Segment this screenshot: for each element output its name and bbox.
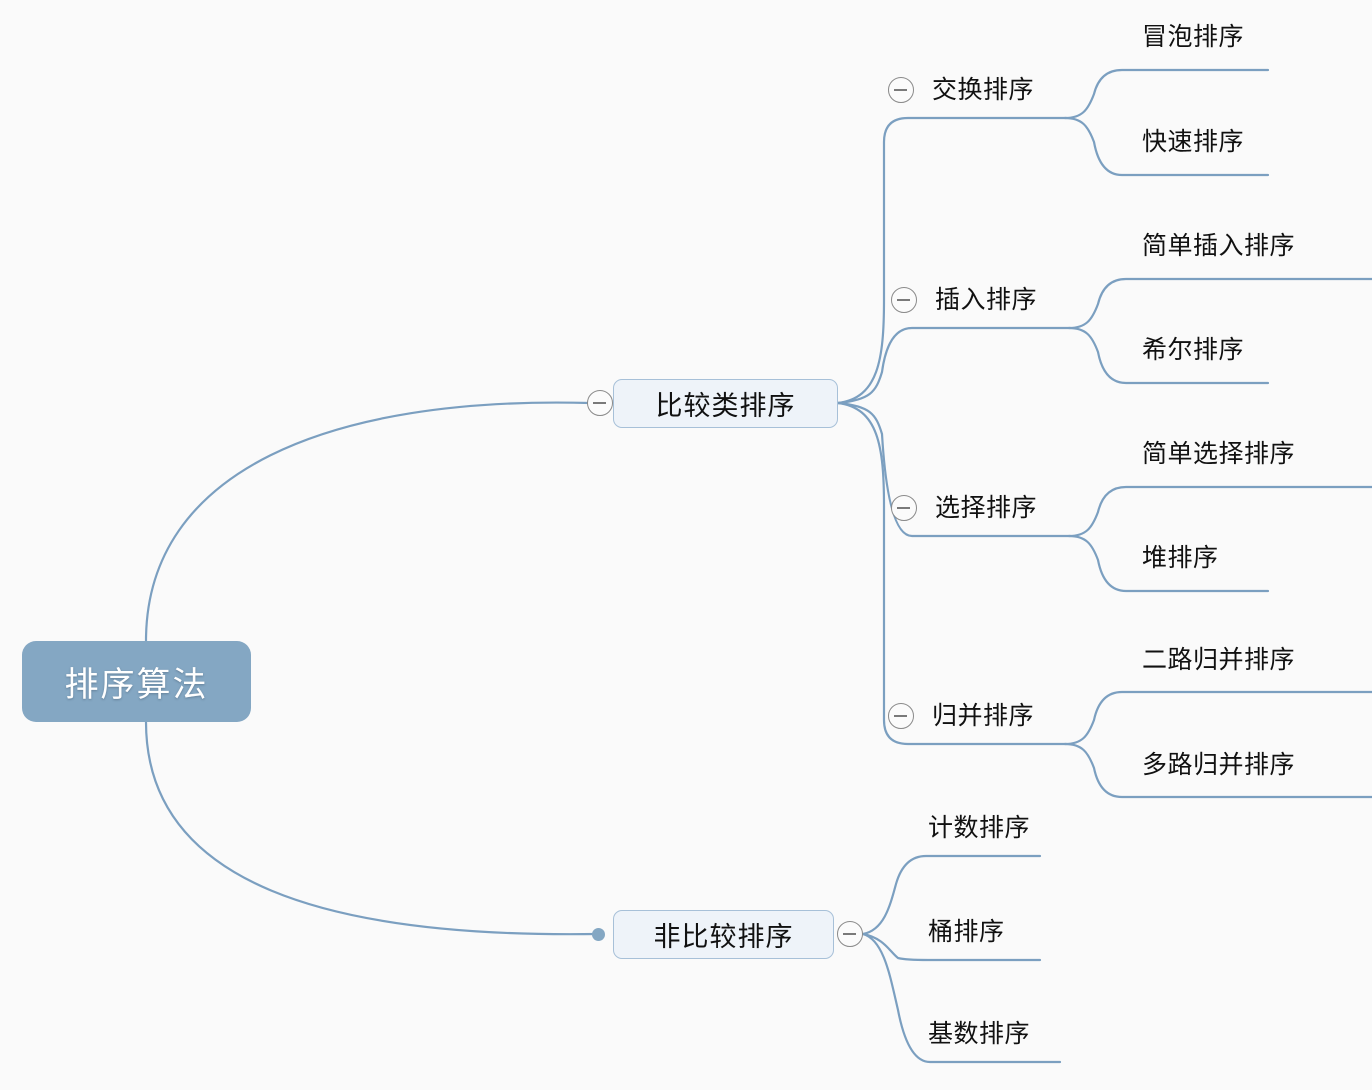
node-charu-paixu-label: 插入排序 bbox=[935, 287, 1038, 314]
toggle-bijiaolei-paixu[interactable] bbox=[587, 390, 613, 416]
node-xier-paixu[interactable]: 希尔排序 bbox=[1142, 338, 1244, 363]
edge-charu-to-jiandancharu bbox=[1067, 277, 1372, 330]
node-xuanze-paixu[interactable]: 选择排序 bbox=[935, 496, 1037, 521]
toggle-xuanze-paixu[interactable] bbox=[891, 495, 917, 521]
node-xier-paixu-label: 希尔排序 bbox=[1142, 337, 1245, 364]
edge-jiaohuan-to-maopao bbox=[1063, 68, 1270, 120]
node-jiandan-xuanze-paixu-label: 简单选择排序 bbox=[1142, 441, 1296, 468]
node-guibing-paixu-label: 归并排序 bbox=[932, 703, 1035, 730]
edge-guibing-to-erlu bbox=[1063, 690, 1372, 746]
node-jiandan-charu-paixu[interactable]: 简单插入排序 bbox=[1142, 234, 1295, 259]
node-feibijiao-paixu[interactable]: 非比较排序 bbox=[613, 910, 834, 959]
node-erlu-guibing-paixu-label: 二路归并排序 bbox=[1142, 647, 1296, 674]
node-duolu-guibing-paixu-label: 多路归并排序 bbox=[1142, 752, 1296, 779]
node-jiandan-xuanze-paixu[interactable]: 简单选择排序 bbox=[1142, 442, 1295, 467]
root-node-label: 排序算法 bbox=[64, 667, 209, 704]
node-feibijiao-paixu-label: 非比较排序 bbox=[653, 922, 794, 952]
node-maopao-paixu[interactable]: 冒泡排序 bbox=[1142, 25, 1244, 50]
node-tong-paixu[interactable]: 桶排序 bbox=[928, 920, 1005, 945]
node-bijiaolei-paixu-label: 比较类排序 bbox=[655, 391, 796, 421]
node-jishu-paixu-label: 计数排序 bbox=[928, 815, 1031, 842]
node-kuaisu-paixu[interactable]: 快速排序 bbox=[1142, 130, 1244, 155]
edge-root-to-bijiaolei bbox=[144, 401, 592, 643]
node-xuanze-paixu-label: 选择排序 bbox=[935, 495, 1038, 522]
node-jishu-jinzhi-paixu-label: 基数排序 bbox=[928, 1021, 1031, 1048]
connector-dot-feibijiao bbox=[592, 928, 605, 941]
node-dui-paixu-label: 堆排序 bbox=[1142, 545, 1219, 572]
node-erlu-guibing-paixu[interactable]: 二路归并排序 bbox=[1142, 648, 1295, 673]
node-maopao-paixu-label: 冒泡排序 bbox=[1142, 24, 1245, 51]
node-kuaisu-paixu-label: 快速排序 bbox=[1142, 129, 1245, 156]
node-duolu-guibing-paixu[interactable]: 多路归并排序 bbox=[1142, 753, 1295, 778]
node-jiaohuan-paixu[interactable]: 交换排序 bbox=[932, 78, 1034, 103]
node-jishu-jinzhi-paixu[interactable]: 基数排序 bbox=[928, 1022, 1030, 1047]
edge-bijiaolei-to-charu bbox=[836, 326, 1071, 405]
node-jiaohuan-paixu-label: 交换排序 bbox=[932, 77, 1035, 104]
toggle-jiaohuan-paixu[interactable] bbox=[888, 77, 914, 103]
node-jishu-paixu[interactable]: 计数排序 bbox=[928, 816, 1030, 841]
node-charu-paixu[interactable]: 插入排序 bbox=[935, 288, 1037, 313]
node-dui-paixu[interactable]: 堆排序 bbox=[1142, 546, 1219, 571]
node-tong-paixu-label: 桶排序 bbox=[928, 919, 1005, 946]
toggle-guibing-paixu[interactable] bbox=[888, 703, 914, 729]
edge-xuanze-to-jiandanxuanze bbox=[1067, 485, 1372, 538]
edge-bijiaolei-to-guibing bbox=[836, 401, 1067, 746]
node-jiandan-charu-paixu-label: 简单插入排序 bbox=[1142, 233, 1296, 260]
edge-bijiaolei-to-jiaohuan bbox=[836, 116, 1067, 405]
node-bijiaolei-paixu[interactable]: 比较类排序 bbox=[613, 379, 838, 428]
toggle-charu-paixu[interactable] bbox=[891, 287, 917, 313]
edge-root-to-feibijiao bbox=[144, 720, 599, 936]
toggle-feibijiao-paixu[interactable] bbox=[837, 921, 863, 947]
root-node[interactable]: 排序算法 bbox=[22, 641, 251, 722]
node-guibing-paixu[interactable]: 归并排序 bbox=[932, 704, 1034, 729]
